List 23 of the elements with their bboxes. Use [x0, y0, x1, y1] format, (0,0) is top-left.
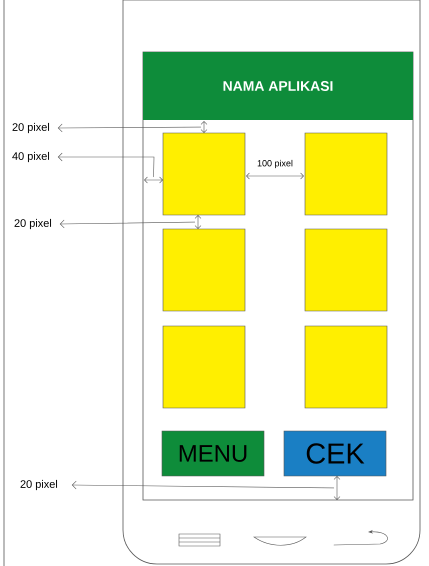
dimension-arrow [200, 121, 208, 133]
check-button: CEK [284, 430, 386, 476]
dimension-label: 20 pixel [12, 122, 50, 134]
leader-line [58, 124, 202, 132]
leader-line [60, 220, 196, 228]
dimension-label: 20 pixel [14, 218, 52, 230]
dimension-label: 100 pixel [258, 160, 292, 168]
tile-box [304, 132, 388, 216]
tile-box [162, 132, 246, 216]
header-bar: NAMA APLIKASI [143, 52, 413, 120]
tile-box [304, 228, 388, 312]
dimension-label: 20 pixel [20, 480, 58, 490]
tile-box [162, 326, 246, 408]
tile-box [304, 326, 388, 408]
leader-line [58, 152, 154, 178]
dimension-arrow [246, 172, 304, 180]
dimension-arrow [334, 476, 340, 500]
tile-box [162, 228, 246, 312]
dimension-arrow [194, 215, 202, 229]
leader-line [72, 480, 334, 490]
dimension-label: 40 pixel [12, 152, 50, 162]
menu-button: MENU [162, 430, 264, 476]
dimension-arrow [144, 176, 163, 184]
